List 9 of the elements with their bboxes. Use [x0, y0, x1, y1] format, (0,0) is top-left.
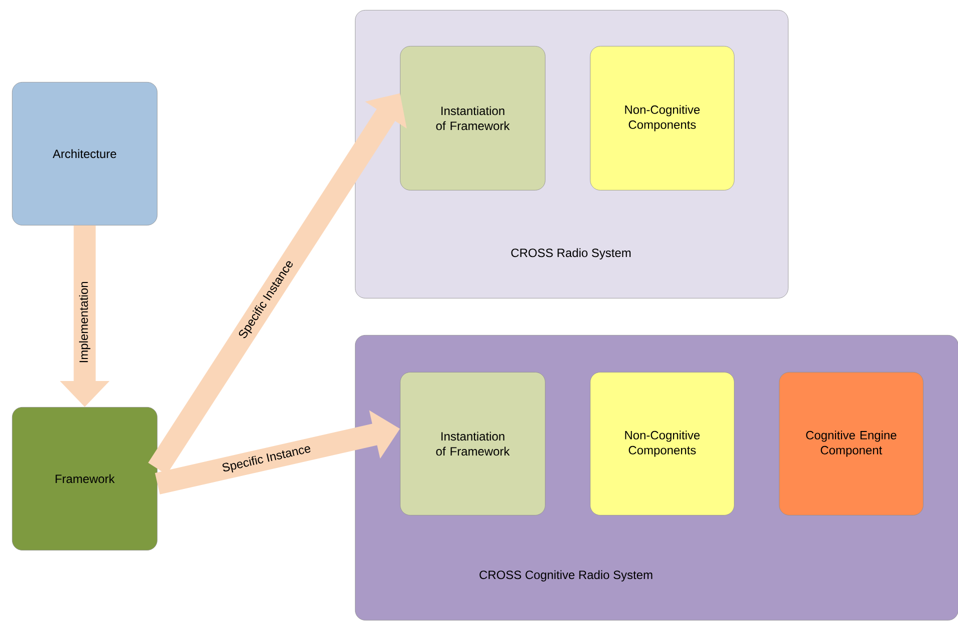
- edge-label: Implementation: [79, 282, 90, 362]
- process-box: Instantiation of Framework: [400, 372, 546, 516]
- process-box: Instantiation of Framework: [400, 46, 546, 190]
- edge-label: Specific Instance: [222, 446, 310, 472]
- process-box: Non-Cognitive Components: [590, 372, 734, 516]
- process-box: Non-Cognitive Components: [590, 46, 734, 190]
- process-box: Architecture: [12, 82, 158, 226]
- process-box: Cognitive Engine Component: [779, 372, 924, 516]
- process-box: Framework: [12, 407, 158, 550]
